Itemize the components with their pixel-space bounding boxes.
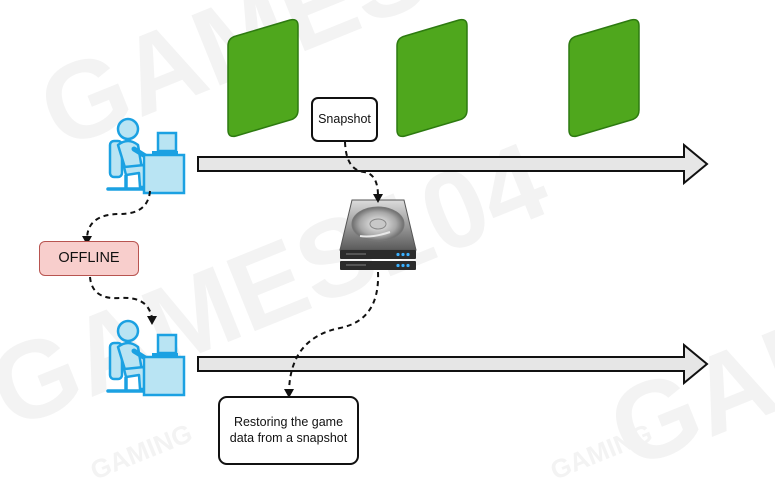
arrowhead <box>284 389 294 398</box>
arrowhead <box>82 236 92 245</box>
game-state-card-icon <box>396 18 468 138</box>
snapshot-label: Snapshot <box>311 97 378 142</box>
connector-server-to-restore <box>288 271 380 393</box>
arrowhead <box>147 316 157 325</box>
game-state-card-icon <box>227 18 299 138</box>
connector-user-to-offline <box>86 190 151 239</box>
connector-offline-to-user <box>89 276 153 319</box>
timeline-arrow-bottom <box>197 342 709 386</box>
watermark-subtext-1: GAMING <box>86 418 196 485</box>
hard-drive-server-icon <box>339 199 417 270</box>
timeline-arrow-top <box>197 142 709 186</box>
game-state-card-icon <box>568 18 640 138</box>
arrowhead <box>373 194 383 203</box>
connector-snapshot-to-server <box>344 141 379 197</box>
restore-label: Restoring the game data from a snapshot <box>218 396 359 465</box>
offline-label: OFFLINE <box>39 241 139 276</box>
